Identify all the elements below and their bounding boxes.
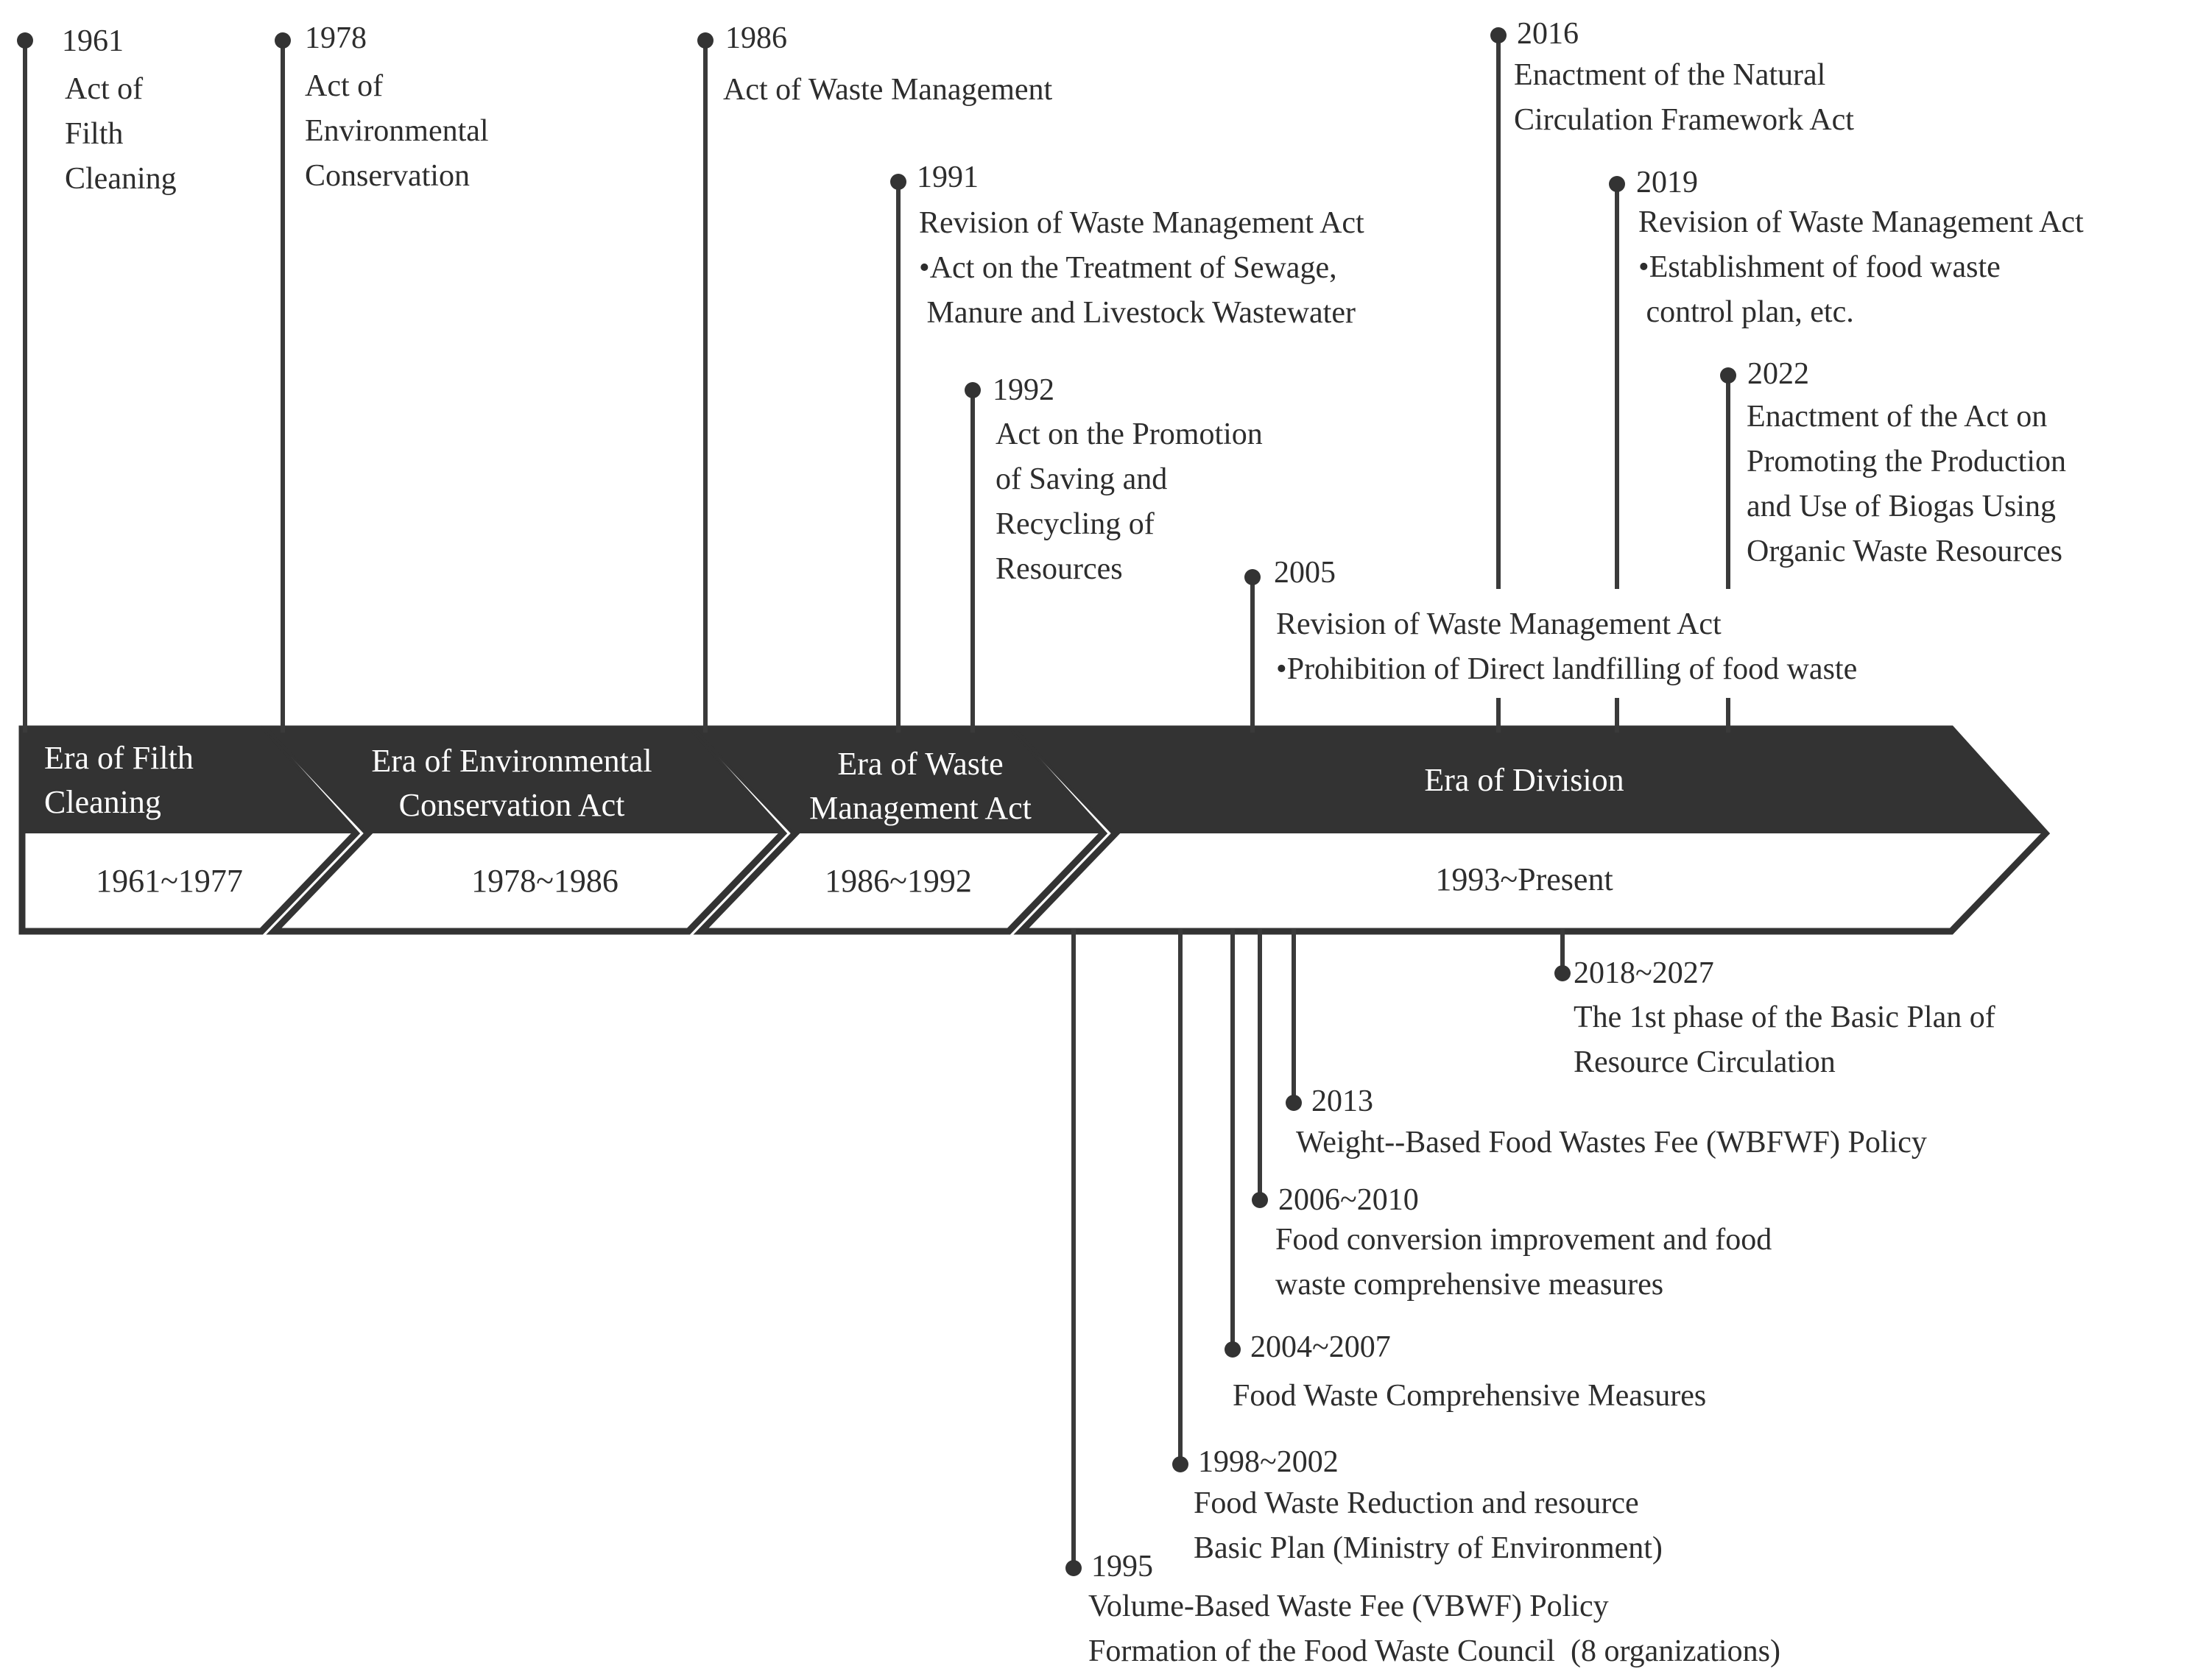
event-text-1992: Act on the Promotion of Saving and Recyc…: [996, 417, 1263, 586]
event-marker-1978: [275, 32, 291, 733]
event-marker-1992: [965, 382, 981, 733]
event-year-2004-2007: 2004~2007: [1250, 1330, 1391, 1364]
event-marker-2022: [1720, 367, 1736, 733]
event-marker-2016: [1490, 27, 1507, 733]
era-name-environmental-conservation: Era of Environmental Conservation Act: [371, 743, 652, 823]
event-year-2013: 2013: [1311, 1084, 1373, 1118]
event-year-2022: 2022: [1747, 357, 1809, 391]
event-marker-1961: [17, 32, 33, 733]
era-band-1: [18, 725, 361, 935]
event-text-2004-2007: Food Waste Comprehensive Measures: [1233, 1379, 1707, 1413]
era-band-3: [688, 725, 1108, 935]
event-marker-1998-2002: [1172, 929, 1188, 1472]
event-marker-1991: [890, 174, 906, 733]
event-year-1986: 1986: [725, 21, 787, 55]
event-year-1995: 1995: [1091, 1550, 1153, 1584]
event-text-2016: Enactment of the Natural Circulation Fra…: [1514, 58, 1854, 137]
event-text-1998-2002: Food Waste Reduction and resource Basic …: [1194, 1486, 1663, 1565]
event-text-2019: Revision of Waste Management Act •Establ…: [1638, 205, 2084, 329]
event-text-2005: Revision of Waste Management Act •Prohib…: [1276, 607, 1858, 686]
event-text-1986: Act of Waste Management: [723, 73, 1053, 107]
event-text-2022: Enactment of the Act on Promoting the Pr…: [1747, 400, 2066, 568]
event-text-2013: Weight--Based Food Wastes Fee (WBFWF) Po…: [1296, 1126, 1927, 1160]
event-year-2019: 2019: [1636, 166, 1698, 200]
event-year-1991: 1991: [917, 160, 979, 194]
era-band-4: [1008, 725, 2051, 935]
event-marker-2013: [1286, 929, 1302, 1111]
event-text-1995: Volume-Based Waste Fee (VBWF) Policy For…: [1088, 1589, 1780, 1668]
event-year-1961: 1961: [62, 24, 124, 58]
event-year-1998-2002: 1998~2002: [1198, 1445, 1339, 1479]
event-year-2005: 2005: [1274, 556, 1336, 590]
event-year-2006-2010: 2006~2010: [1278, 1183, 1419, 1217]
era-range-waste-management: 1986~1992: [825, 863, 972, 899]
event-marker-1986: [697, 32, 714, 733]
event-year-2018-2027: 2018~2027: [1574, 956, 1714, 990]
event-year-1978: 1978: [305, 21, 367, 55]
event-marker-2018-2027: [1554, 929, 1571, 981]
era-name-division: Era of Division: [1424, 762, 1624, 798]
era-range-division: 1993~Present: [1435, 861, 1613, 897]
event-text-1961: Act of Filth Cleaning: [65, 72, 177, 196]
event-marker-2019: [1609, 176, 1625, 733]
era-name-waste-management: Era of Waste Management Act: [809, 746, 1032, 826]
era-range-filth-cleaning: 1961~1977: [96, 863, 243, 899]
era-band-2: [261, 725, 788, 935]
event-text-1978: Act of Environmental Conservation: [305, 69, 489, 193]
event-marker-2006-2010: [1252, 929, 1268, 1208]
event-text-2018-2027: The 1st phase of the Basic Plan of Resou…: [1574, 1000, 1995, 1079]
event-marker-2005: [1244, 569, 1261, 733]
event-year-1992: 1992: [993, 373, 1054, 407]
era-range-environmental-conservation: 1978~1986: [471, 863, 619, 899]
event-text-2006-2010: Food conversion improvement and food was…: [1275, 1223, 1772, 1302]
event-marker-2004-2007: [1225, 929, 1241, 1358]
era-name-filth-cleaning: Era of Filth Cleaning: [44, 740, 194, 820]
event-text-1991: Revision of Waste Management Act •Act on…: [919, 206, 1364, 330]
event-year-2016: 2016: [1517, 17, 1579, 51]
event-marker-1995: [1065, 929, 1082, 1576]
